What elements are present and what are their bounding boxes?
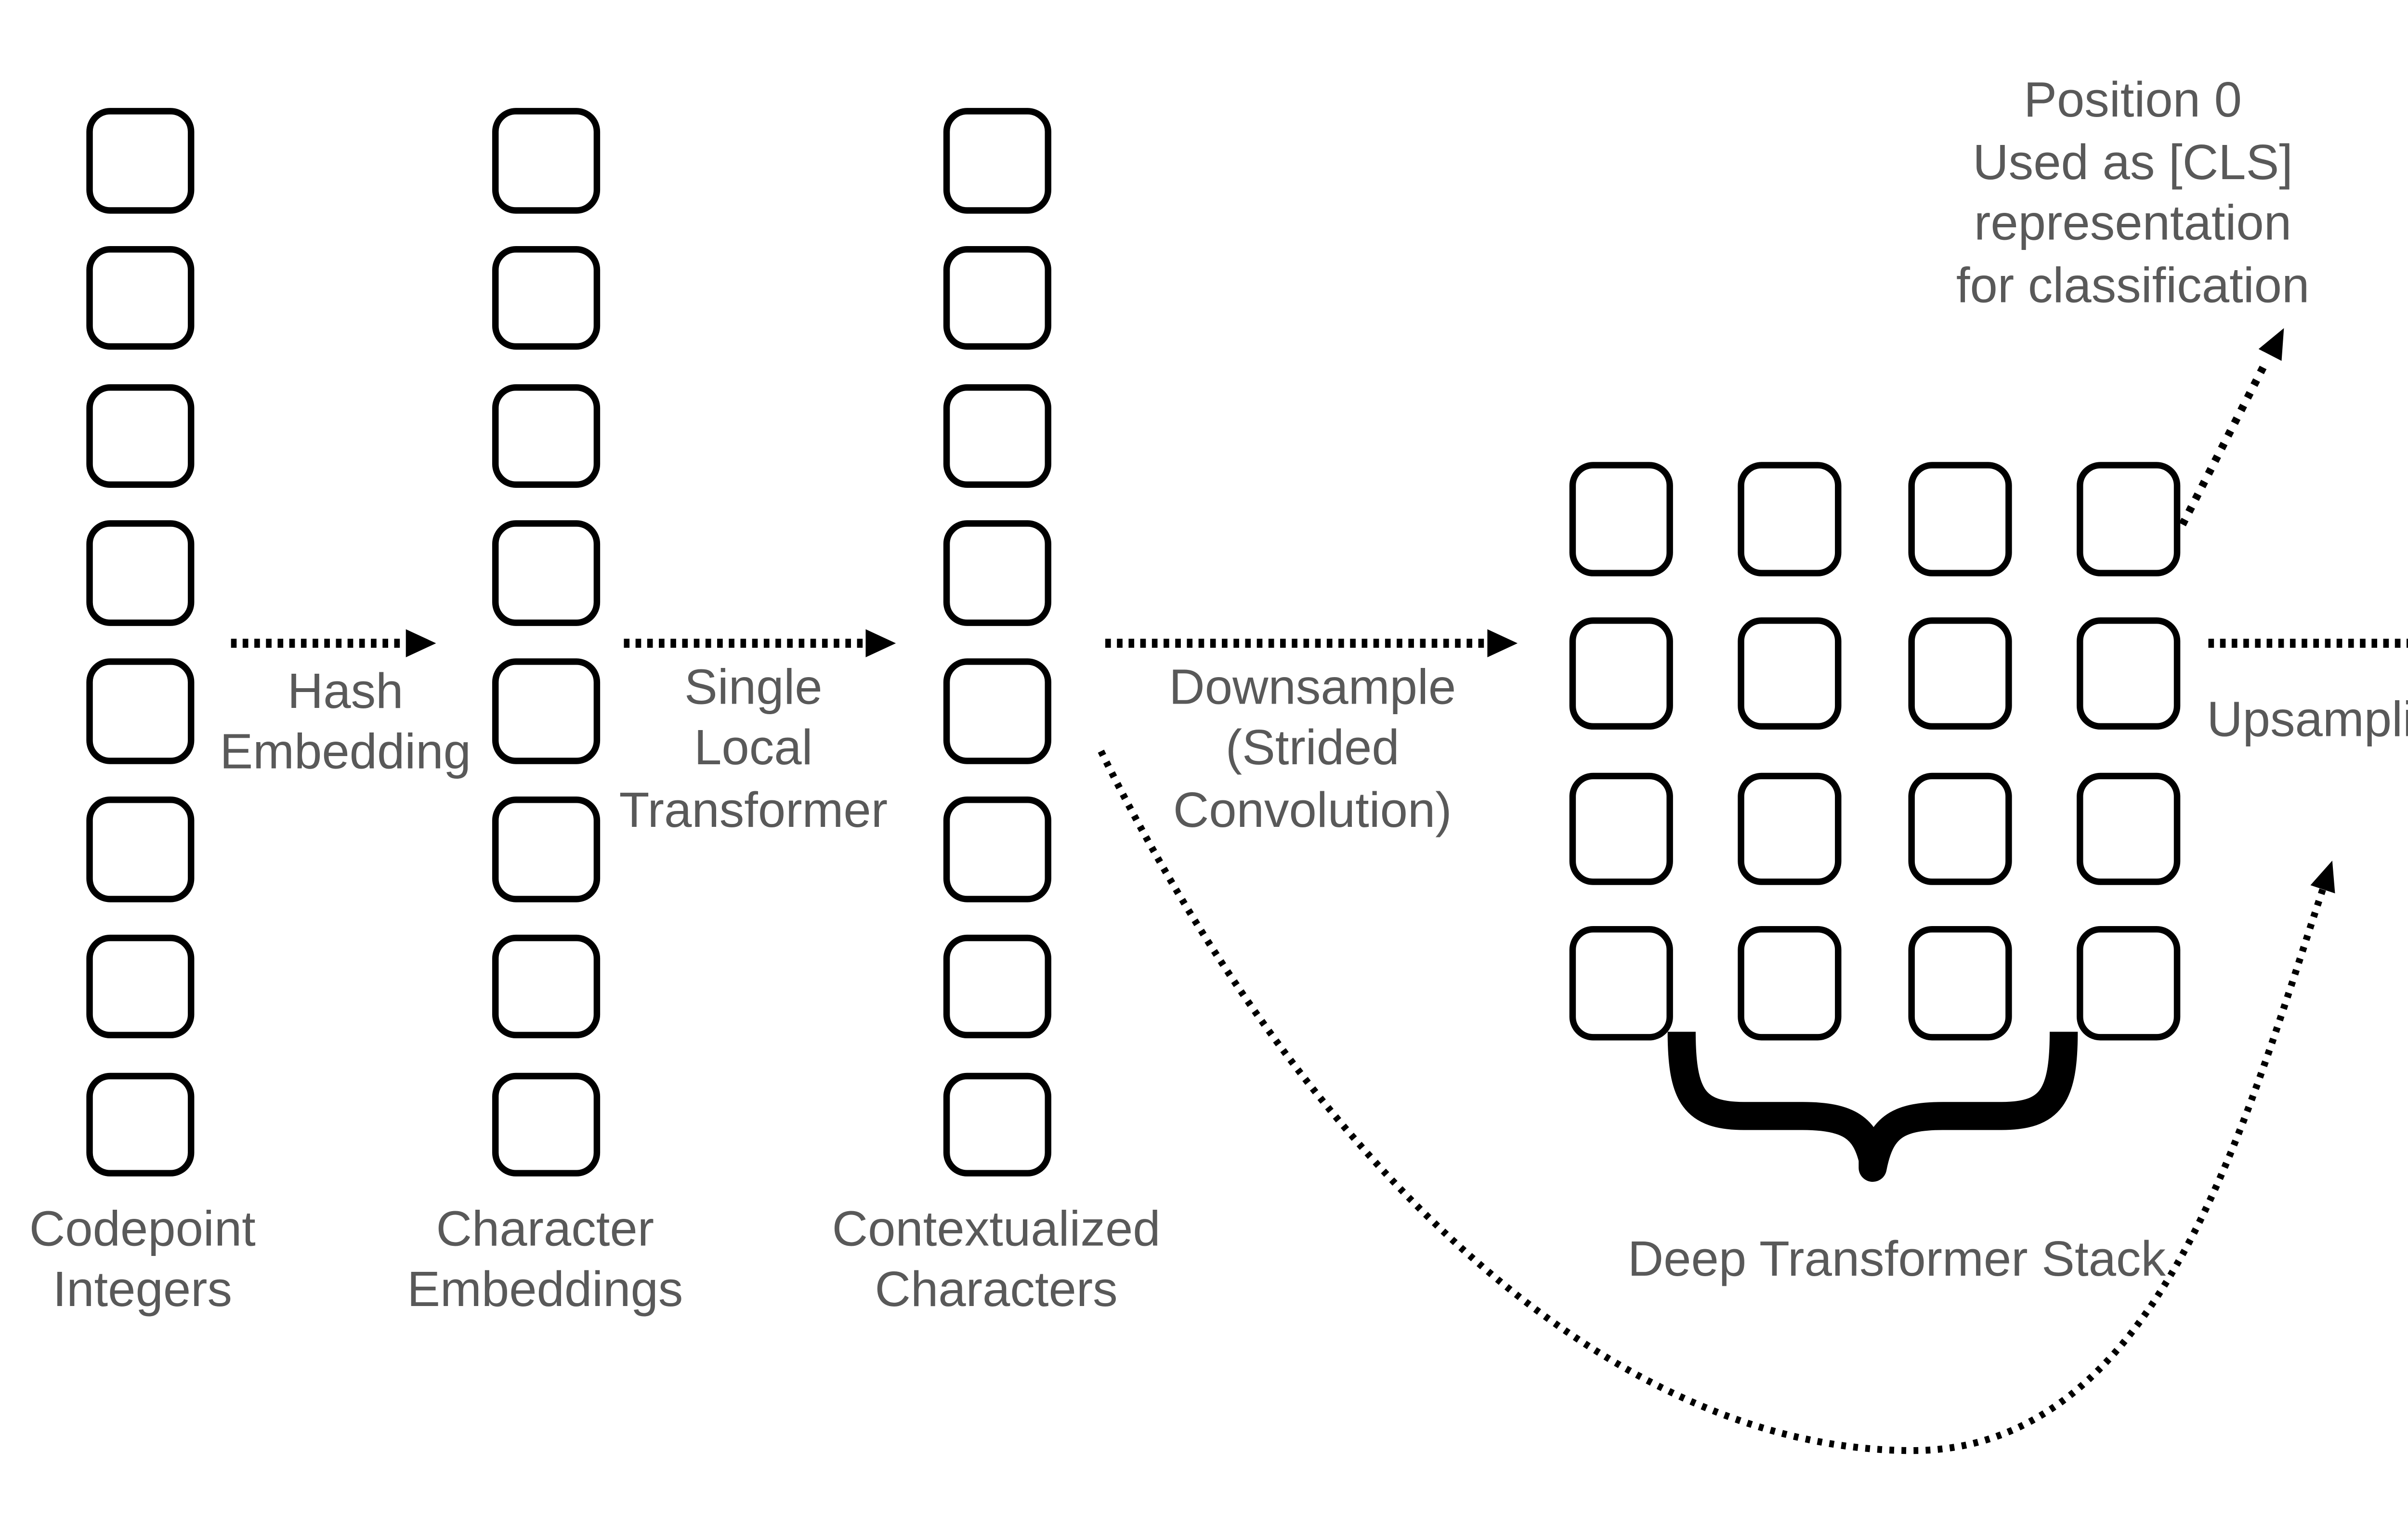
arrowhead-icon xyxy=(2310,861,2335,894)
grid-token-square xyxy=(2077,771,2181,886)
token-square xyxy=(86,521,195,626)
arrowhead-icon xyxy=(865,629,896,657)
arrowhead-icon xyxy=(406,629,436,657)
token-square xyxy=(86,246,195,351)
grid-token-square xyxy=(1569,617,1673,731)
token-square xyxy=(492,521,601,626)
grid-token-square xyxy=(1739,617,1843,731)
grid-token-square xyxy=(1908,771,2012,886)
grid-token-square xyxy=(1908,927,2012,1041)
grid-token-square xyxy=(1569,462,1673,575)
token-square xyxy=(943,383,1051,488)
token-square xyxy=(943,246,1051,351)
token-square xyxy=(943,658,1051,764)
token-square xyxy=(86,383,195,488)
deep-transformer-grid xyxy=(1569,462,2183,1041)
grid-token-square xyxy=(1908,462,2012,575)
grid-token-square xyxy=(2077,927,2181,1041)
token-square xyxy=(943,1072,1051,1177)
token-square xyxy=(943,934,1051,1039)
token-square xyxy=(86,1072,195,1177)
grid-token-square xyxy=(1739,927,1843,1041)
skip-connection-arc xyxy=(1098,749,2335,1454)
grid-token-square xyxy=(1739,462,1843,575)
token-square xyxy=(943,108,1051,213)
arrowhead-icon xyxy=(1487,629,1518,657)
token-square xyxy=(492,108,601,213)
upsampling-label: Upsampling xyxy=(2207,690,2408,746)
token-square xyxy=(492,934,601,1039)
deep-transformer-stack-label: Deep Transformer Stack xyxy=(1627,1229,2166,1286)
downsample-arrow xyxy=(1105,629,1518,657)
grid-token-square xyxy=(2077,462,2181,575)
single-local-transformer-arrow xyxy=(624,629,896,657)
token-square xyxy=(86,797,195,902)
token-square xyxy=(86,108,195,213)
grid-token-square xyxy=(1739,771,1843,886)
grid-token-square xyxy=(2077,617,2181,731)
hash-embedding-arrow xyxy=(231,629,436,657)
token-square xyxy=(86,934,195,1039)
token-square xyxy=(943,521,1051,626)
token-square xyxy=(492,658,601,764)
grid-token-square xyxy=(1569,771,1673,886)
upsampling-arrow xyxy=(2208,639,2408,648)
token-square xyxy=(86,658,195,764)
grid-token-square xyxy=(1569,927,1673,1041)
cls-annotation-arrow xyxy=(2179,328,2284,526)
arrowhead-icon xyxy=(2258,328,2284,361)
token-square xyxy=(492,383,601,488)
concatenated-representations-label: ConcatenatedRepresentations xyxy=(2383,1197,2408,1320)
token-square xyxy=(492,246,601,351)
token-square xyxy=(943,797,1051,902)
cls-note: Position 0 Used as [CLS] representation … xyxy=(1956,71,2310,312)
grid-token-square xyxy=(1908,617,2012,731)
token-square xyxy=(492,797,601,902)
underbrace-icon xyxy=(1667,1032,2078,1182)
token-square xyxy=(492,1072,601,1177)
